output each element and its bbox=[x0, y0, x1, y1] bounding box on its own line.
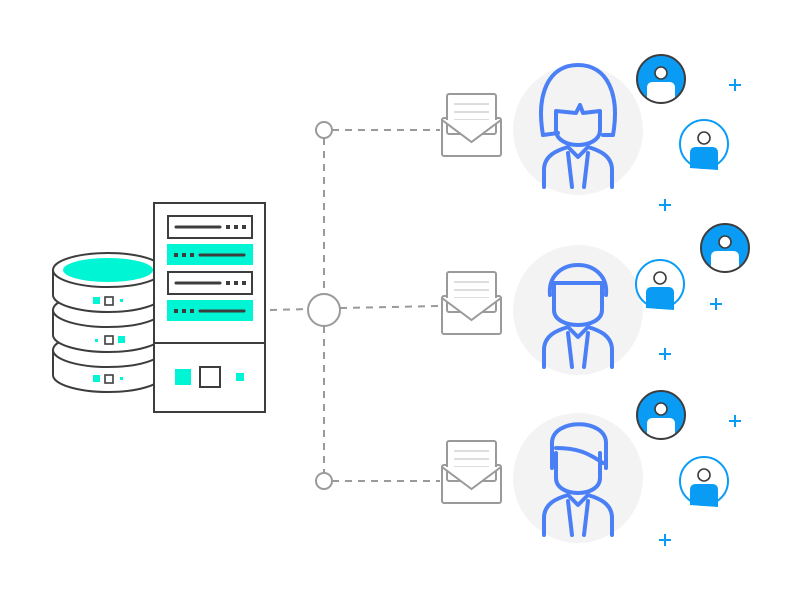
user-avatar-filled-icon bbox=[636, 54, 686, 104]
user-avatar-filled-icon bbox=[636, 390, 686, 440]
connector-lines bbox=[269, 129, 441, 482]
user-avatar-outline-icon bbox=[679, 456, 729, 507]
hub-node bbox=[307, 293, 341, 327]
recipient-man-tie bbox=[513, 413, 643, 543]
plus-icon bbox=[729, 79, 741, 91]
user-avatar-outline-icon bbox=[635, 259, 685, 310]
envelope-icon bbox=[441, 93, 502, 157]
plus-icon bbox=[729, 415, 741, 427]
plus-icon bbox=[659, 199, 671, 211]
plus-icon bbox=[659, 534, 671, 546]
server-rack-icon bbox=[153, 202, 266, 413]
envelope-icon bbox=[441, 271, 502, 335]
person-man-tie-icon bbox=[542, 422, 614, 537]
plus-icon bbox=[659, 348, 671, 360]
envelope-icon bbox=[441, 440, 502, 504]
recipient-man-curly bbox=[513, 245, 643, 375]
person-woman-icon bbox=[539, 63, 617, 189]
user-avatar-filled-icon bbox=[700, 223, 750, 273]
branch-node-top bbox=[315, 121, 333, 139]
database-icon bbox=[52, 252, 164, 393]
person-man-icon bbox=[542, 263, 614, 369]
branch-node-bottom bbox=[315, 472, 333, 490]
user-avatar-outline-icon bbox=[679, 119, 729, 170]
plus-icon bbox=[710, 298, 722, 310]
recipient-woman bbox=[513, 63, 643, 195]
